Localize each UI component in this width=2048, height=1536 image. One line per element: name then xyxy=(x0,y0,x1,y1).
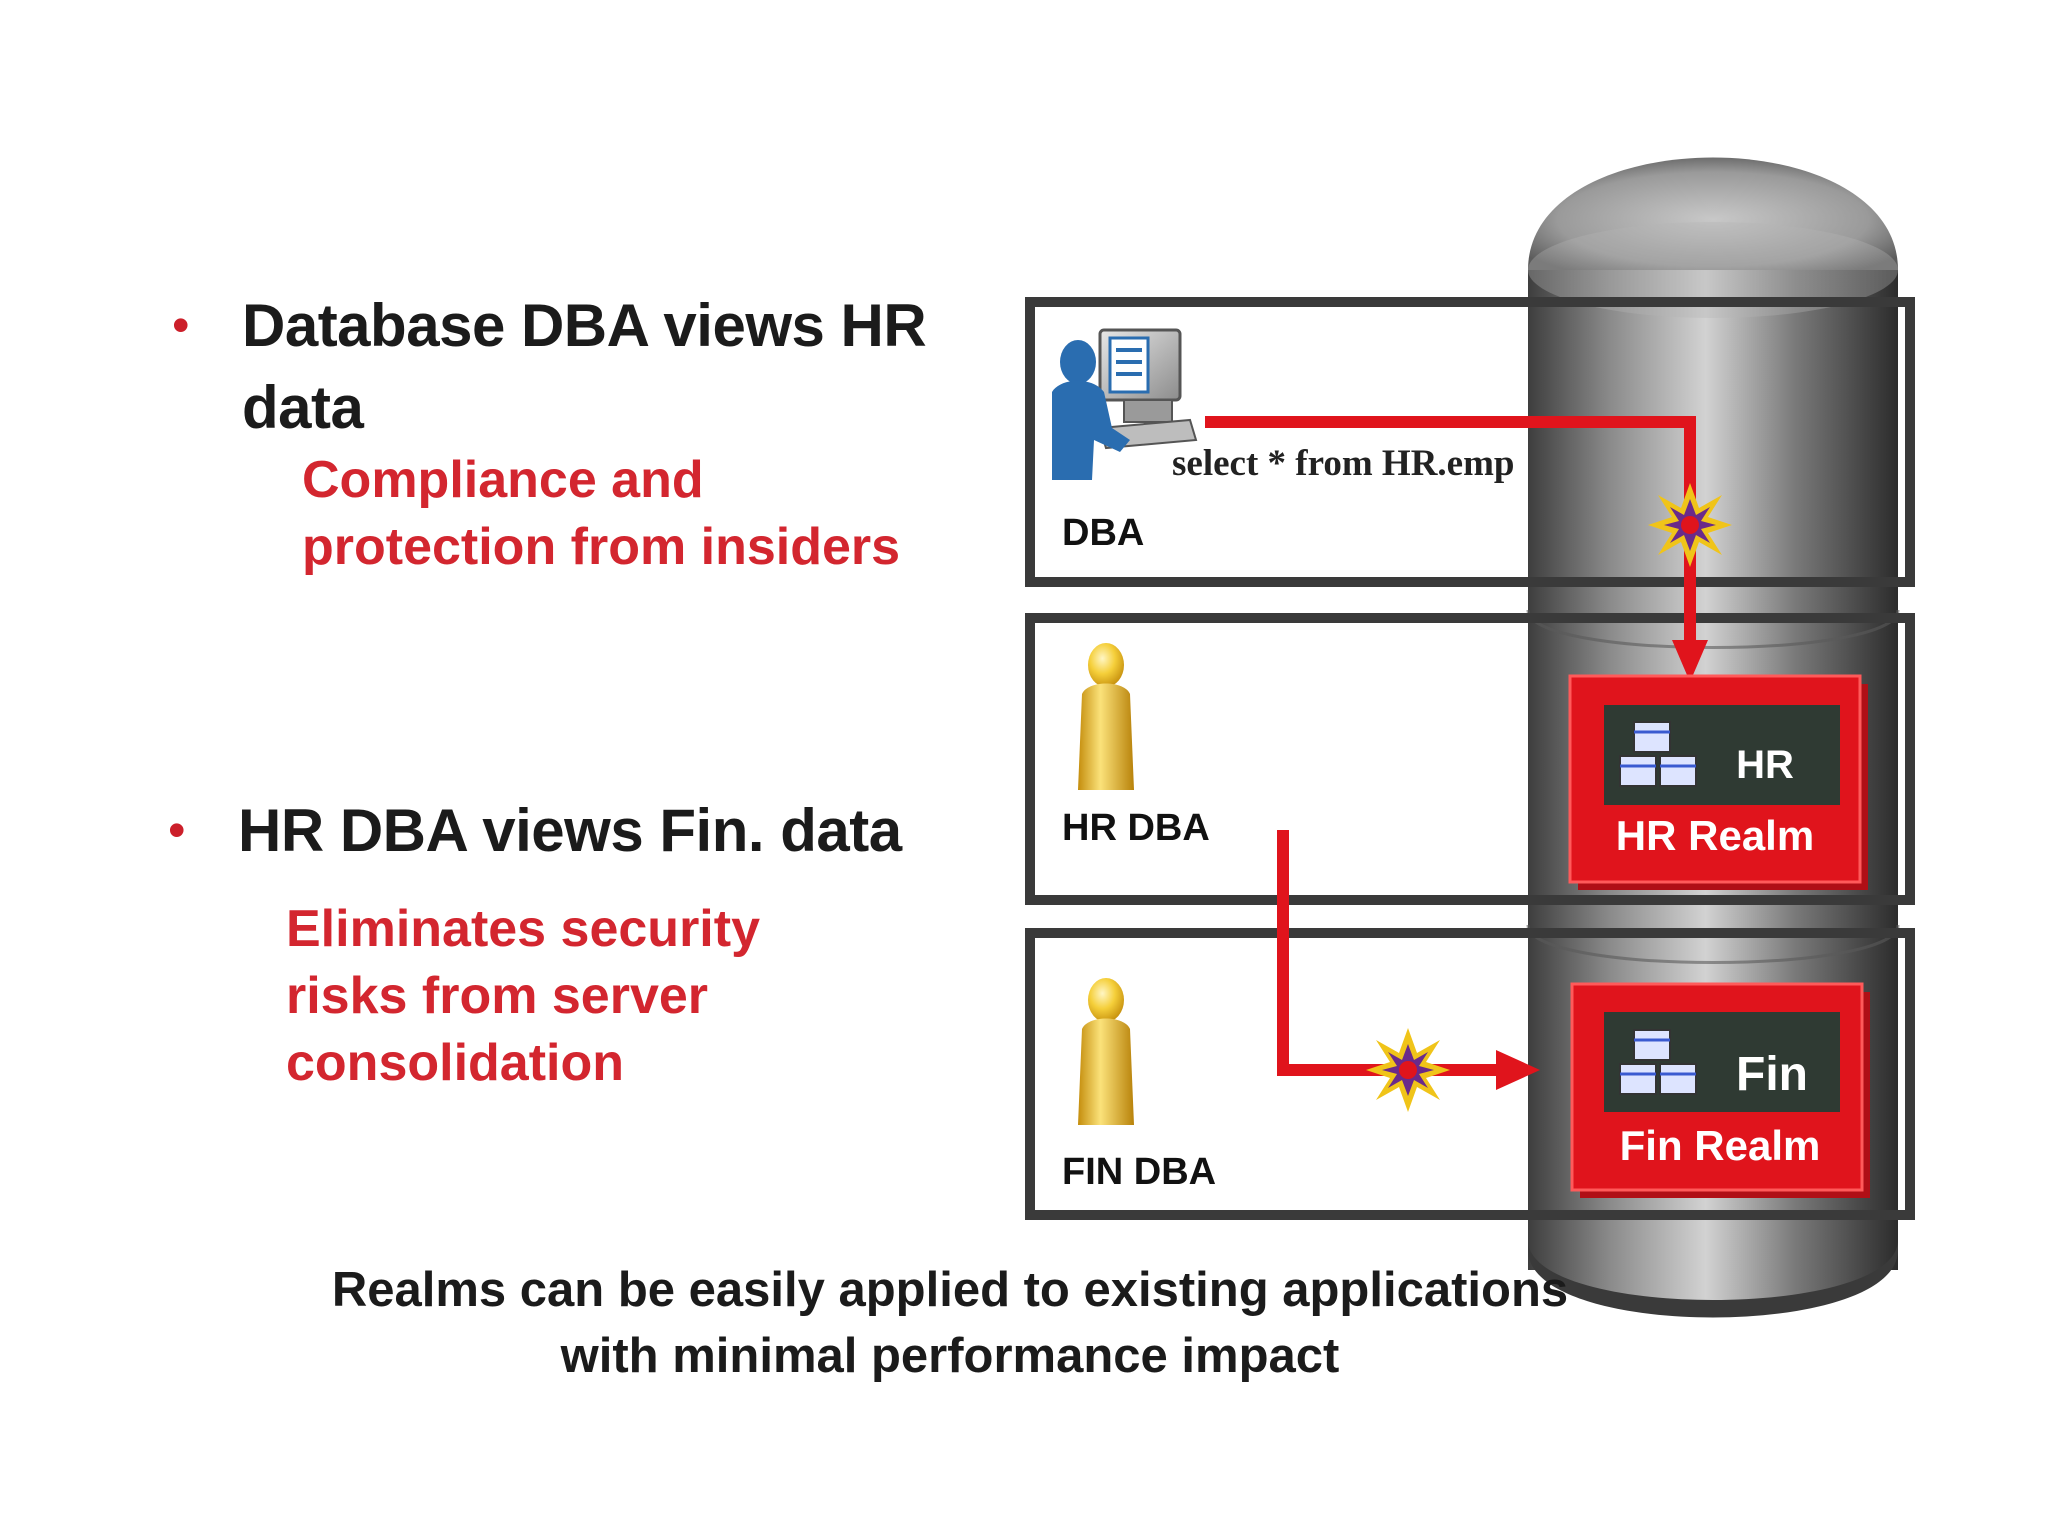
hr-realm-label: HR Realm xyxy=(1616,812,1814,859)
bullet-1-heading-line1: Database DBA views HR xyxy=(242,292,927,359)
fin-dba-user-icon xyxy=(1078,978,1134,1125)
hr-realm-tag: HR xyxy=(1736,743,1794,787)
fin-realm-label: Fin Realm xyxy=(1620,1122,1821,1169)
fin-dba-label: FIN DBA xyxy=(1062,1151,1216,1193)
bullet-2-heading-line1: HR DBA views Fin. data xyxy=(238,797,902,864)
fin-realm-tag: Fin xyxy=(1736,1048,1808,1101)
dba-to-hr-arrow xyxy=(1205,416,1708,682)
blocked-burst-icon-2 xyxy=(1366,1028,1450,1112)
dba-row-box xyxy=(1025,297,1915,587)
bullet-1-sub-line1: Compliance and xyxy=(302,451,704,509)
dba-label: DBA xyxy=(1062,512,1144,554)
hr-realm-box: HR HR Realm xyxy=(1568,674,1868,890)
hr-dba-row-box xyxy=(1025,613,1915,905)
bullet-2-sub-line2: risks from server xyxy=(286,967,709,1025)
bullet-marker-1: • xyxy=(172,297,190,353)
blocked-burst-icon-1 xyxy=(1648,483,1732,567)
dba-user-computer-icon xyxy=(1052,328,1198,480)
footer-line-2: with minimal performance impact xyxy=(560,1329,1340,1383)
fin-realm-tables-icon xyxy=(1619,1029,1697,1095)
bullet-2-sub-line3: consolidation xyxy=(286,1034,624,1092)
bullet-1-sub-line2: protection from insiders xyxy=(302,518,901,576)
bullet-2-sub-line1: Eliminates security xyxy=(286,900,760,958)
fin-realm-box: Fin Fin Realm xyxy=(1570,982,1870,1198)
footer-line-1: Realms can be easily applied to existing… xyxy=(331,1263,1569,1317)
hr-dba-label: HR DBA xyxy=(1062,807,1210,849)
query-text: select * from HR.emp xyxy=(1172,443,1515,484)
bullet-marker-2: • xyxy=(168,802,186,858)
bullet-1-heading-line2: data xyxy=(242,374,364,441)
hr-dba-user-icon xyxy=(1078,643,1134,790)
fin-dba-row-box xyxy=(1025,928,1915,1220)
hr-realm-tables-icon xyxy=(1619,721,1697,787)
